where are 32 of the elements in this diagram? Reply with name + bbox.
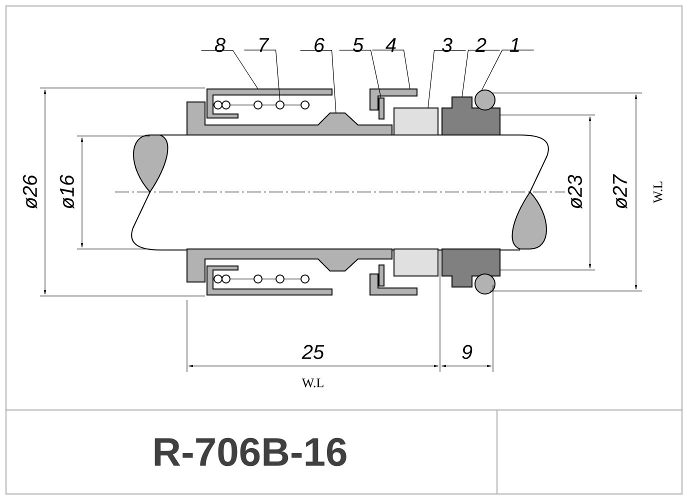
leader-line [481,50,534,91]
dimension-label: W.L [302,378,324,388]
callout-number: 3 [442,38,452,52]
spring [212,100,310,110]
callout-number: 8 [214,38,226,52]
shaft-sleeve [186,102,392,136]
leader-line [338,50,382,98]
dimension-label: ø26 [22,174,38,209]
dimension-label: ø23 [568,174,582,209]
callout-number: 6 [314,38,325,52]
dimension-label: ø27 [612,174,628,209]
callout-number: 1 [510,38,519,52]
drive-plate [378,98,384,120]
callout-number: 5 [352,38,364,52]
rubber-bellows [442,96,500,136]
leader-line [462,50,500,98]
o-ring [474,90,496,110]
spring-housing [206,88,332,118]
title: R-706B-16 [154,438,346,466]
callout-number: 4 [386,38,396,52]
leader-line [244,50,280,102]
leader-line [372,50,410,90]
leader-line [300,50,336,114]
callout-number: 2 [475,38,486,52]
dimension-label: W.L [654,182,662,204]
dimension-label: ø16 [60,174,74,209]
leader-line [200,50,258,90]
dimension-label: 9 [462,344,472,360]
leader-line [428,50,466,108]
callout-number: 7 [260,38,270,52]
dimension-label: 25 [302,344,324,360]
seal-ring [394,108,438,136]
